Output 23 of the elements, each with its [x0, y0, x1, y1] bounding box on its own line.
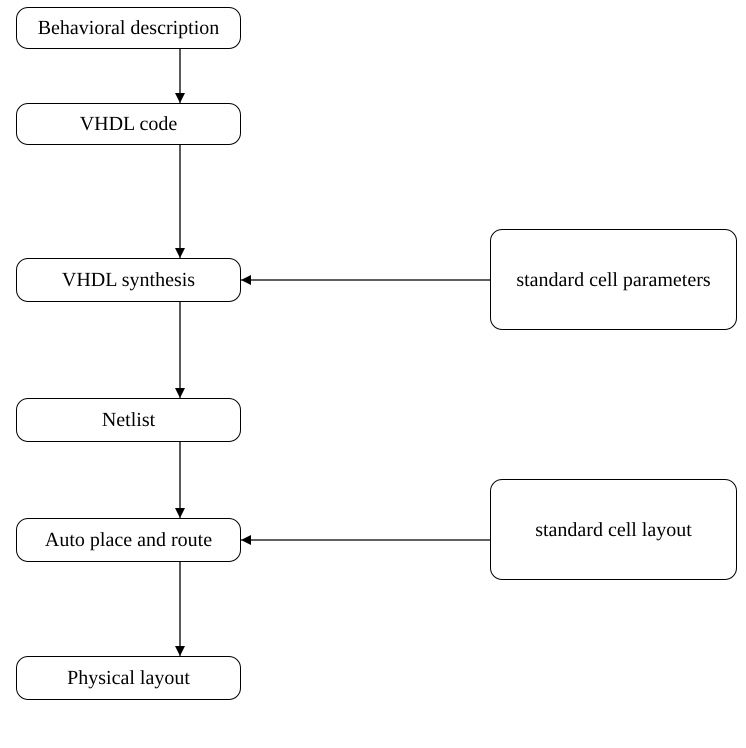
process-box: [16, 656, 241, 700]
box-label: standard cell layout: [535, 518, 692, 542]
box-label: Physical layout: [67, 666, 190, 691]
process-box: [490, 229, 737, 330]
box-label: standard cell parameters: [516, 268, 711, 292]
arrow: [175, 442, 185, 518]
process-box: [16, 518, 241, 562]
box-label: Behavioral description: [38, 16, 220, 41]
process-box: [16, 103, 241, 145]
arrow: [241, 535, 490, 545]
box-label: VHDL synthesis: [62, 268, 196, 293]
arrow: [175, 562, 185, 656]
process-box: [490, 479, 737, 580]
arrow: [175, 145, 185, 258]
process-box: [16, 258, 241, 302]
arrow: [175, 302, 185, 398]
arrow: [175, 49, 185, 103]
box-label: VHDL code: [80, 112, 178, 137]
process-box: [16, 7, 241, 49]
box-label: Netlist: [102, 408, 156, 433]
process-box: [16, 398, 241, 442]
box-label: Auto place and route: [44, 528, 212, 553]
arrow: [241, 275, 490, 285]
